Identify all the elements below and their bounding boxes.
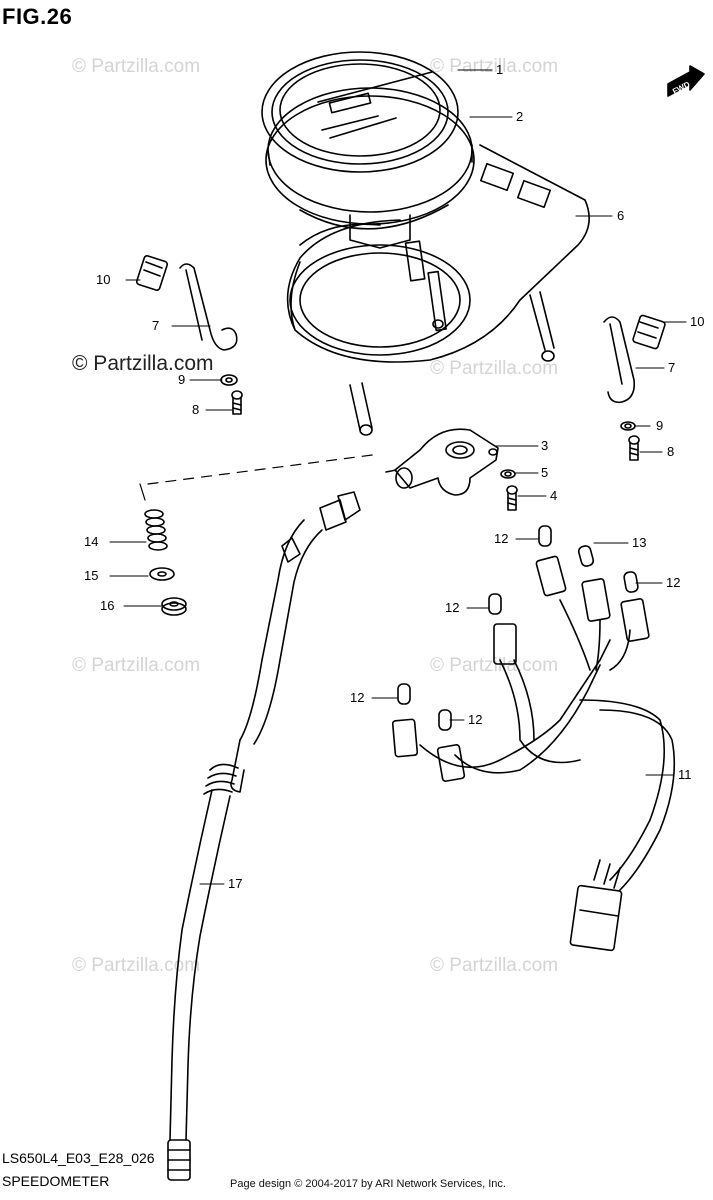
callout-10-left: 10	[96, 272, 111, 287]
callout-4: 4	[550, 488, 558, 503]
watermark: © Partzilla.com	[72, 655, 201, 676]
callout-13: 13	[632, 535, 647, 550]
watermark: © Partzilla.com	[430, 56, 559, 77]
right-bracket-drawing	[603, 314, 666, 461]
watermark: © Partzilla.com	[72, 56, 201, 77]
gear-box-drawing	[385, 428, 518, 511]
callout-7-right: 7	[668, 360, 676, 375]
model-code: LS650L4_E03_E28_026	[2, 1150, 155, 1166]
page-credit: Page design © 2004-2017 by ARI Network S…	[230, 1178, 506, 1190]
meter-housing-drawing	[286, 144, 590, 436]
watermark: © Partzilla.com	[430, 358, 559, 379]
washer-drawing	[149, 567, 175, 581]
callout-14: 14	[84, 534, 99, 549]
callout-9-left: 9	[178, 372, 186, 387]
callout-12: 12	[666, 575, 681, 590]
callout-12: 12	[494, 531, 509, 546]
speedometer-cable-drawing	[167, 491, 361, 1181]
callout-17: 17	[228, 876, 243, 891]
watermark: © Partzilla.com	[430, 655, 559, 676]
figure-caption: SPEEDOMETER	[2, 1173, 110, 1189]
callout-15: 15	[84, 568, 99, 583]
callout-8-right: 8	[667, 444, 675, 459]
callout-10-right: 10	[690, 314, 705, 329]
callout-9-right: 9	[656, 418, 664, 433]
watermark: © Partzilla.com	[430, 955, 559, 976]
callout-16: 16	[100, 598, 115, 613]
callout-6: 6	[617, 208, 625, 223]
callout-3: 3	[541, 438, 549, 453]
spring-drawing	[144, 509, 168, 551]
grommet-drawing	[161, 597, 187, 616]
callout-2: 2	[516, 109, 524, 124]
callout-12: 12	[350, 690, 365, 705]
fwd-arrow-icon: FWD	[667, 65, 705, 97]
callout-12: 12	[445, 600, 460, 615]
speedometer-assembly-drawing	[261, 51, 475, 332]
callout-8-left: 8	[192, 402, 200, 417]
callout-11: 11	[678, 767, 692, 782]
callout-1: 1	[496, 62, 504, 77]
watermark: © Partzilla.com	[72, 955, 201, 976]
figure-title: FIG.26	[2, 4, 73, 29]
watermark-strong: © Partzilla.com	[72, 352, 214, 375]
left-bracket-drawing	[135, 255, 243, 415]
callout-12: 12	[468, 712, 483, 727]
callout-5: 5	[541, 465, 549, 480]
callout-7-left: 7	[152, 318, 160, 333]
wiring-harness-drawing	[391, 525, 676, 952]
